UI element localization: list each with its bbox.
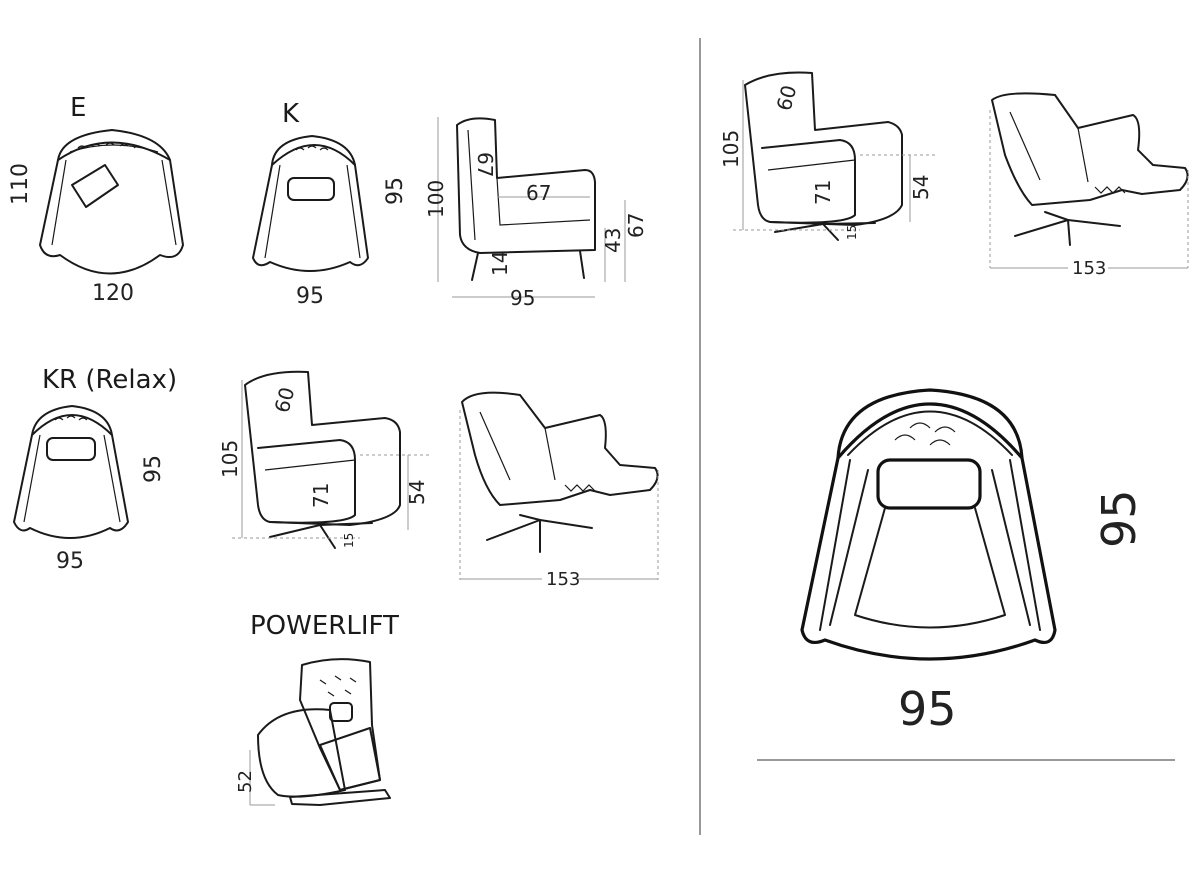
powerlift-seat-height-label: 52 [235, 770, 256, 793]
model-kr-label: KR (Relax) [42, 365, 177, 395]
model-k-label: K [282, 99, 300, 129]
model-e-label: E [70, 93, 86, 123]
model-kr-reclined-length-label: 153 [546, 569, 580, 590]
model-e-width-label: 120 [92, 281, 134, 306]
model-k-side-view: 100 67 67 43 67 14 95 [424, 117, 648, 310]
right-reclined-length-label: 153 [1072, 258, 1106, 279]
right-side-height-label: 105 [719, 130, 743, 168]
right-large-depth-label: 95 [1092, 489, 1146, 548]
model-kr-base-label: 15 [342, 533, 356, 548]
model-kr-back-depth-label: 60 [270, 384, 300, 415]
model-kr-arm-height-label: 54 [405, 480, 429, 505]
powerlift-label: POWERLIFT [250, 611, 399, 641]
right-side-arm-height-label: 54 [909, 175, 933, 200]
model-k-top-view: K 95 95 [252, 99, 408, 309]
model-k-leg-height-label: 14 [488, 251, 512, 276]
model-k-height-label: 100 [424, 180, 448, 218]
model-kr-seat-depth-label: 71 [309, 483, 333, 508]
model-k-back-depth-label: 67 [473, 152, 497, 177]
model-k-depth-label: 95 [383, 177, 408, 205]
right-side-back-depth-label: 60 [772, 82, 802, 113]
model-e-top-view: E 110 120 [8, 93, 184, 306]
right-large-width-label: 95 [898, 682, 957, 736]
model-kr-depth-label: 95 [141, 455, 166, 483]
model-kr-reclined-view: 153 [459, 391, 659, 590]
model-kr-side-view: 105 60 71 54 15 [218, 370, 432, 549]
right-reclined-view: 153 [989, 92, 1189, 279]
powerlift-view: POWERLIFT 52 [235, 611, 399, 806]
model-k-width-label: 95 [296, 284, 324, 309]
model-k-arm-height-label: 67 [624, 213, 648, 238]
model-e-depth-label: 110 [8, 163, 33, 205]
right-side-base-label: 15 [845, 225, 859, 240]
model-kr-width-label: 95 [56, 549, 84, 574]
model-k-side-width-label: 95 [510, 286, 535, 310]
model-k-seat-height-label: 43 [601, 228, 625, 253]
model-k-seat-depth-label: 67 [526, 181, 551, 205]
model-kr-height-label: 105 [218, 440, 242, 478]
right-large-top-view: 95 95 [757, 388, 1175, 761]
right-side-seat-depth-label: 71 [811, 180, 835, 205]
model-kr-top-view: KR (Relax) 95 95 [13, 365, 177, 574]
right-side-view: 105 60 71 54 15 [719, 71, 935, 241]
